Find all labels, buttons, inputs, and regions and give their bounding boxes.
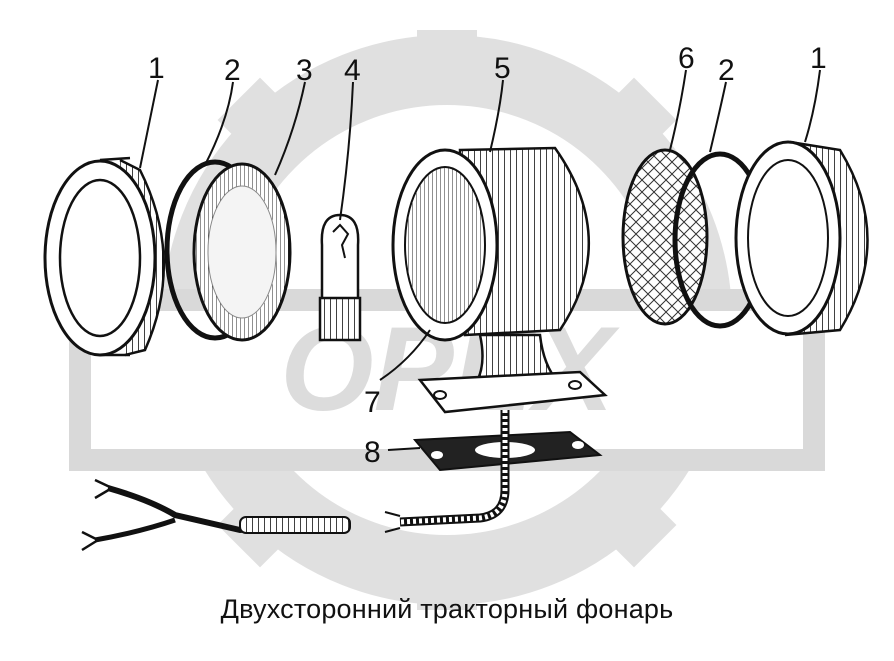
callout-6: 6 — [678, 42, 695, 75]
lamp-housing — [391, 146, 608, 414]
callout-3: 3 — [296, 54, 313, 87]
callout-4: 4 — [344, 54, 361, 87]
lens-clear — [192, 162, 292, 342]
callout-2-right: 2 — [718, 54, 735, 87]
lamp-bulb — [318, 213, 362, 342]
wire-harness — [81, 478, 351, 552]
housing-cable — [384, 410, 510, 533]
callout-8: 8 — [364, 436, 381, 469]
callout-labels: 1 2 3 4 5 6 2 1 7 8 — [148, 42, 827, 469]
bezel-ring-right — [734, 140, 869, 337]
figure-caption: Двухсторонний тракторный фонарь — [220, 594, 674, 624]
callout-1-left: 1 — [148, 52, 165, 85]
callout-5: 5 — [494, 52, 511, 85]
bezel-ring-left — [43, 156, 165, 357]
callout-1-right: 1 — [810, 42, 827, 75]
callout-7: 7 — [364, 386, 381, 419]
callout-2-left: 2 — [224, 54, 241, 87]
leader-lines — [139, 69, 821, 451]
lens-red — [621, 148, 709, 326]
